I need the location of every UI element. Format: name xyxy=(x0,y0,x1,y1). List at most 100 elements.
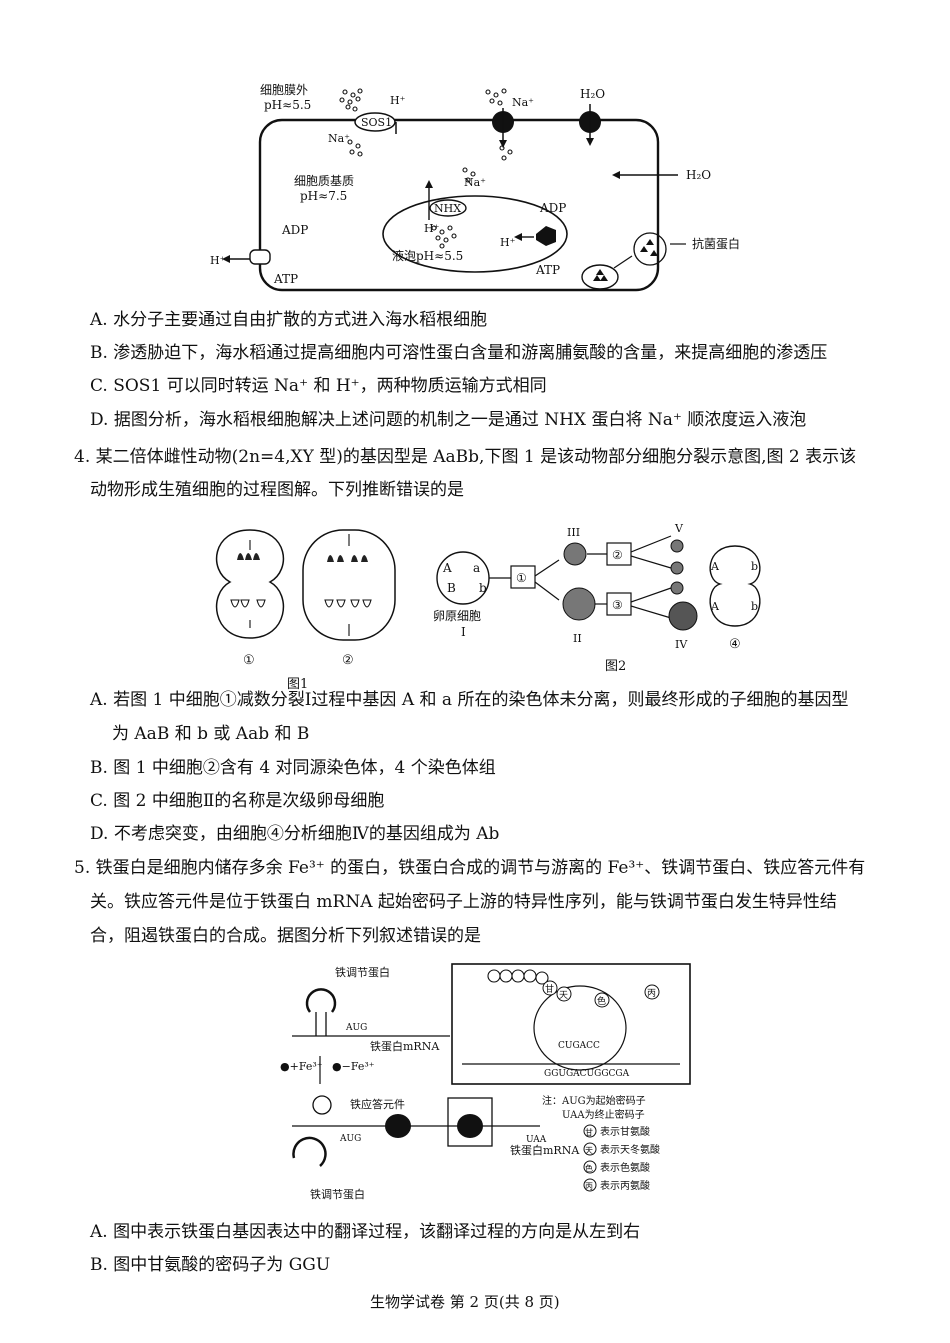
mrna-label-top: 铁蛋白mRNA xyxy=(370,1039,440,1053)
sos1-protein xyxy=(354,112,396,132)
svg-text:A: A xyxy=(710,560,720,573)
legend-trp: 表示色氨酸 xyxy=(600,1161,650,1174)
svg-text:AUG: AUG xyxy=(339,1134,361,1144)
svg-text:A: A xyxy=(442,561,452,575)
h-label-pump: H⁺ xyxy=(500,236,516,249)
q4-option-b: B. 图 1 中细胞②含有 4 对同源染色体，4 个染色体组 xyxy=(90,758,496,778)
mrna-seq: GGUGACUGGCGA xyxy=(544,1069,630,1079)
step-box-3: ③ xyxy=(612,598,623,612)
note-line2: UAA为终止密码子 xyxy=(562,1108,645,1121)
cell-IV xyxy=(668,601,698,631)
svg-text:A: A xyxy=(710,600,720,613)
fig1-cell-2 xyxy=(302,529,396,641)
vacuole xyxy=(382,195,568,273)
cell-II xyxy=(562,587,596,621)
plus-fe-label: ●+Fe³⁺ xyxy=(280,1060,323,1073)
legend-asp: 表示天冬氨酸 xyxy=(600,1143,660,1156)
svg-text:b: b xyxy=(751,600,758,613)
q5-stem-line3: 合，阻遏铁蛋白的合成。据图分析下列叙述错误的是 xyxy=(90,926,481,946)
anticodon-seq: CUGACC xyxy=(558,1041,600,1051)
svg-text:b: b xyxy=(479,581,487,595)
vacuole-atp-pump xyxy=(536,226,556,246)
oogonium-cell xyxy=(436,551,490,605)
antibacterial-label: 抗菌蛋白 xyxy=(692,236,740,251)
q5-stem-line1: 5. 铁蛋白是细胞内储存多余 Fe³⁺ 的蛋白，铁蛋白合成的调节与游离的 Fe³… xyxy=(74,858,866,878)
membrane-atp-pump xyxy=(249,249,271,265)
note-title: 注：AUG为起始密码子 xyxy=(542,1094,646,1107)
svg-text:II: II xyxy=(573,632,582,645)
q5-option-a: A. 图中表示铁蛋白基因表达中的翻译过程，该翻译过程的方向是从左到右 xyxy=(90,1222,641,1242)
h-label-nhx: H⁺ xyxy=(424,222,440,235)
page-footer: 生物学试卷 第 2 页(共 8 页) xyxy=(370,1293,560,1311)
svg-text:IV: IV xyxy=(675,638,688,651)
mrna-label-bottom: 铁蛋白mRNA xyxy=(510,1143,580,1157)
svg-text:V: V xyxy=(674,522,684,535)
svg-text:AUG: AUG xyxy=(345,1023,367,1033)
step-box-1: ① xyxy=(516,571,527,585)
adp-label-membrane: ADP xyxy=(281,223,308,237)
svg-text:丙: 丙 xyxy=(647,988,656,999)
svg-text:天: 天 xyxy=(585,1146,593,1155)
na-label-sos1: Na⁺ xyxy=(328,132,350,145)
atp-label-vacuole: ATP xyxy=(535,263,560,277)
svg-text:a: a xyxy=(473,561,480,575)
h2o-label-top: H₂O xyxy=(580,87,605,101)
outside-ph: pH≈5.5 xyxy=(264,98,311,112)
svg-text:b: b xyxy=(751,560,758,573)
svg-text:丙: 丙 xyxy=(585,1182,593,1191)
ire-label: 铁应答元件 xyxy=(350,1097,405,1111)
fig1-cell-1-label: ① xyxy=(243,653,255,668)
oogonium-label: 卵原细胞 xyxy=(433,609,481,623)
nhx-protein xyxy=(429,199,467,217)
svg-text:UAA: UAA xyxy=(526,1135,547,1145)
q5-option-b: B. 图中甘氨酸的密码子为 GGU xyxy=(90,1255,331,1275)
minus-fe-label: ●−Fe³⁺ xyxy=(332,1060,375,1073)
na-label-channel: Na⁺ xyxy=(512,96,534,109)
na-label-nhx: Na⁺ xyxy=(464,176,486,189)
svg-text:天: 天 xyxy=(559,991,568,1001)
svg-text:色: 色 xyxy=(597,995,606,1007)
h-label-membrane: H⁺ xyxy=(210,254,226,267)
cytoplasm-ph: pH≈7.5 xyxy=(300,189,347,203)
sos1-label: SOS1 xyxy=(361,116,392,129)
svg-text:甘: 甘 xyxy=(585,1127,593,1137)
fig1-cell-1 xyxy=(215,529,285,639)
svg-text:III: III xyxy=(567,526,580,539)
q3-option-c: C. SOS1 可以同时转运 Na⁺ 和 H⁺，两种物质运输方式相同 xyxy=(90,376,547,396)
q4-option-d: D. 不考虑突变，由细胞④分析细胞Ⅳ的基因组成为 Ab xyxy=(90,824,500,844)
legend-gly: 表示甘氨酸 xyxy=(600,1125,650,1138)
nhx-label: NHX xyxy=(434,202,461,215)
fig1-caption: 图1 xyxy=(287,677,308,692)
q4-stem-line1: 4. 某二倍体雌性动物(2n=4,XY 型)的基因型是 AaBb,下图 1 是该… xyxy=(74,447,857,467)
q4-option-a-cont: 为 AaB 和 b 或 Aab 和 B xyxy=(112,724,310,744)
q3-option-a: A. 水分子主要通过自由扩散的方式进入海水稻根细胞 xyxy=(90,310,488,330)
cell-I-label: I xyxy=(461,625,466,639)
q4-stem-line2: 动物形成生殖细胞的过程图解。下列推断错误的是 xyxy=(90,480,464,500)
q3-option-b: B. 渗透胁迫下，海水稻通过提高细胞内可溶性蛋白含量和游离脯氨酸的含量，来提高细… xyxy=(90,343,828,363)
svg-text:B: B xyxy=(447,581,456,595)
vacuole-ph: 液泡pH≈5.5 xyxy=(392,248,463,263)
cell-4 xyxy=(709,545,761,627)
translation-zoom-box xyxy=(451,963,691,1085)
fig1-cell-2-label: ② xyxy=(342,653,354,668)
fig2-caption: 图2 xyxy=(605,659,626,674)
cell-transport-diagram: 细胞膜外 pH≈5.5 SOS1 H⁺ Na⁺ Na⁺ H₂O H₂O 细胞质基… xyxy=(210,83,740,292)
h-label-sos1: H⁺ xyxy=(390,94,406,107)
legend-ala: 表示丙氨酸 xyxy=(600,1179,650,1192)
ferritin-regulation-diagram: 铁调节蛋白 AUG 铁蛋白mRNA ●+Fe³⁺ ●−Fe³⁺ 铁应答元件 AU… xyxy=(280,963,691,1201)
q5-stem-line2: 关。铁应答元件是位于铁蛋白 mRNA 起始密码子上游的特异性序列，能与铁调节蛋白… xyxy=(90,892,837,912)
svg-text:甘: 甘 xyxy=(545,983,554,995)
cell-4-label: ④ xyxy=(729,637,741,652)
iron-reg-protein-top-label: 铁调节蛋白 xyxy=(335,965,390,979)
svg-text:色: 色 xyxy=(585,1163,593,1173)
cell-III xyxy=(563,542,587,566)
cytoplasm-label: 细胞质基质 xyxy=(294,174,354,188)
cell-membrane xyxy=(258,118,660,292)
q4-option-c: C. 图 2 中细胞Ⅱ的名称是次级卵母细胞 xyxy=(90,791,385,811)
atp-label-membrane: ATP xyxy=(273,272,298,286)
iron-reg-protein-bottom-label: 铁调节蛋白 xyxy=(310,1187,365,1201)
q3-option-d: D. 据图分析，海水稻根细胞解决上述问题的机制之一是通过 NHX 蛋白将 Na⁺… xyxy=(90,410,807,430)
h2o-label-side: H₂O xyxy=(686,168,711,182)
step-box-2: ② xyxy=(612,548,623,562)
meiosis-figures: ① ② 图1 A a B b 卵原细胞 I ① III ② II ③ V IV … xyxy=(215,522,761,692)
